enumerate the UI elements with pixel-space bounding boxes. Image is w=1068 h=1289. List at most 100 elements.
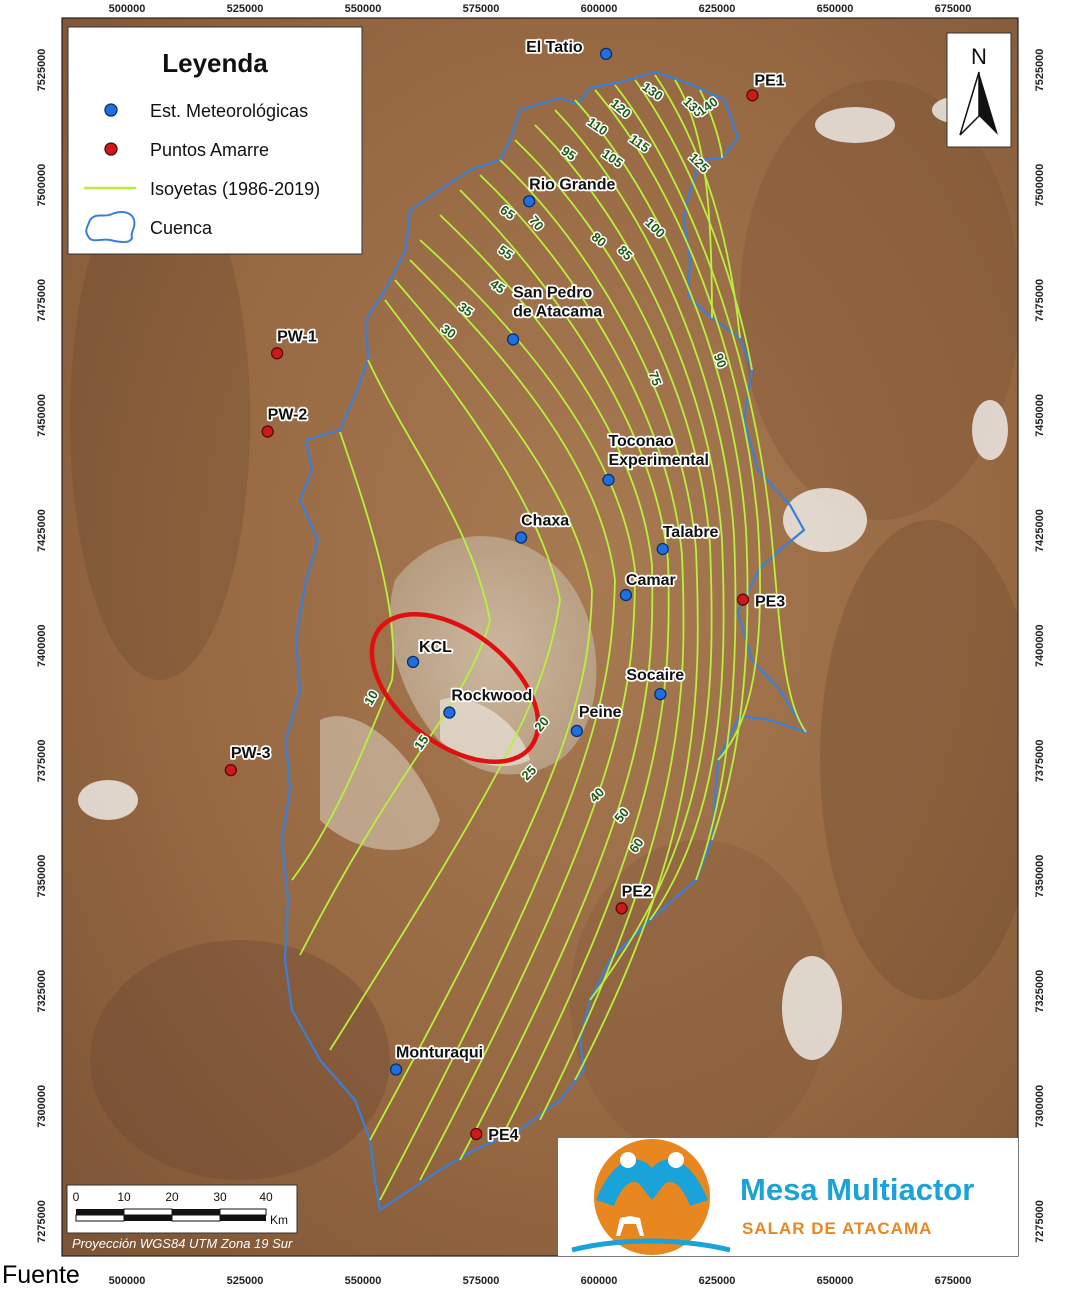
red-dot-icon bbox=[615, 902, 628, 915]
x-tick-label: 625000 bbox=[699, 3, 736, 15]
y-ticks-right: 7525000750000074750007450000742500074000… bbox=[1034, 49, 1046, 1243]
logo-wave-icon bbox=[571, 1238, 731, 1253]
y-tick-label: 7325000 bbox=[36, 970, 48, 1013]
legend-title: Leyenda bbox=[162, 48, 268, 78]
y-ticks-left: 7525000750000074750007450000742500074000… bbox=[36, 49, 48, 1243]
y-tick-label: 7350000 bbox=[36, 855, 48, 898]
footer-source: Fuente bbox=[2, 1261, 80, 1289]
station-marker: El Tatio bbox=[524, 37, 613, 61]
y-tick-label: 7475000 bbox=[36, 279, 48, 322]
salar-flats bbox=[320, 536, 597, 850]
scale-tick-0: 0 bbox=[73, 1190, 80, 1204]
x-tick-label: 550000 bbox=[345, 1275, 382, 1287]
station-marker: Talabre bbox=[656, 522, 720, 556]
red-dot-icon bbox=[104, 142, 118, 156]
station-marker: KCL bbox=[406, 637, 454, 669]
station-label: Rockwood bbox=[451, 688, 532, 705]
scale-segment-dark bbox=[220, 1215, 266, 1221]
legend-label: Puntos Amarre bbox=[150, 140, 269, 160]
logo-title: Mesa Multiactor bbox=[740, 1172, 974, 1207]
north-arrow-left-icon bbox=[959, 71, 980, 136]
red-dot-icon bbox=[224, 763, 237, 777]
tie-point-label: PW-2 bbox=[268, 407, 308, 424]
station-label: Talabre bbox=[663, 524, 719, 541]
station-label: Peine bbox=[579, 704, 622, 721]
station-label: Toconao bbox=[608, 433, 674, 450]
north-arrow-right-icon bbox=[979, 72, 998, 135]
projection-label: Proyección WGS84 UTM Zona 19 Sur bbox=[72, 1236, 293, 1251]
x-tick-label: 500000 bbox=[109, 3, 146, 15]
y-tick-label: 7325000 bbox=[1034, 970, 1046, 1013]
y-tick-label: 7525000 bbox=[1034, 49, 1046, 92]
x-tick-label: 500000 bbox=[109, 1275, 146, 1287]
red-dot-icon bbox=[470, 1127, 483, 1141]
scale-bar: 0 10 20 30 40 Km bbox=[66, 1184, 298, 1234]
blue-dot-icon bbox=[602, 473, 615, 487]
x-tick-label: 600000 bbox=[581, 3, 618, 15]
y-tick-label: 7400000 bbox=[1034, 624, 1046, 667]
top-margin bbox=[0, 0, 1068, 18]
blue-dot-icon bbox=[389, 1063, 403, 1076]
y-tick-label: 7350000 bbox=[1034, 855, 1046, 898]
logo-figures-icon bbox=[596, 1159, 708, 1206]
y-tick-label: 7300000 bbox=[1034, 1085, 1046, 1128]
blue-dot-icon bbox=[656, 542, 669, 556]
y-tick-label: 7375000 bbox=[36, 739, 48, 782]
scale-tick-10: 10 bbox=[117, 1190, 131, 1204]
tie-point-label: PE2 bbox=[622, 883, 652, 900]
legend: Leyenda Est. Meteorológicas Puntos Amarr… bbox=[67, 26, 363, 255]
isohyet-label: 90 bbox=[711, 351, 730, 370]
left-margin bbox=[0, 0, 62, 1289]
station-label: Experimental bbox=[608, 452, 708, 469]
tie-point-label: PE3 bbox=[755, 594, 785, 611]
tie-point-marker: PE3 bbox=[736, 592, 787, 612]
y-tick-label: 7275000 bbox=[1034, 1200, 1046, 1243]
scale-segment-light bbox=[219, 1208, 267, 1216]
red-dot-icon bbox=[746, 89, 759, 102]
x-tick-label: 650000 bbox=[817, 3, 854, 15]
y-tick-label: 7300000 bbox=[36, 1085, 48, 1128]
red-dot-icon bbox=[736, 593, 750, 606]
tie-point-marker: PE4 bbox=[470, 1125, 520, 1146]
map-body: 1015202530354045505560657075808590951001… bbox=[62, 18, 1018, 1256]
logo-head-right-icon bbox=[668, 1152, 684, 1168]
tie-point-marker: PW-3 bbox=[224, 743, 272, 777]
station-label: de Atacama bbox=[513, 303, 602, 320]
red-dot-icon bbox=[270, 347, 284, 360]
logo: Mesa Multiactor SALAR DE ATACAMA bbox=[558, 1138, 1018, 1256]
x-tick-label: 650000 bbox=[817, 1275, 854, 1287]
scale-segment-dark bbox=[124, 1215, 172, 1221]
y-tick-label: 7375000 bbox=[1034, 739, 1046, 782]
y-tick-label: 7450000 bbox=[36, 394, 48, 437]
legend-label: Isoyetas (1986-2019) bbox=[150, 179, 320, 199]
blue-dot-icon bbox=[619, 588, 633, 602]
station-label: Camar bbox=[626, 572, 676, 589]
scale-segment-light bbox=[123, 1208, 173, 1216]
y-tick-label: 7400000 bbox=[36, 624, 48, 667]
scale-unit: Km bbox=[270, 1213, 288, 1227]
y-tick-label: 7450000 bbox=[1034, 394, 1046, 437]
legend-item-isohyets: Isoyetas (1986-2019) bbox=[84, 179, 320, 199]
legend-item-stations: Est. Meteorológicas bbox=[104, 101, 308, 121]
blue-dot-icon bbox=[104, 103, 118, 117]
red-dot-icon bbox=[261, 425, 274, 438]
map-border bbox=[61, 17, 1019, 1257]
station-label: Rio Grande bbox=[529, 176, 615, 193]
blue-dot-icon bbox=[654, 687, 667, 701]
legend-item-basin: Cuenca bbox=[85, 211, 213, 243]
y-tick-label: 7425000 bbox=[1034, 509, 1046, 552]
scale-segment-light bbox=[75, 1214, 125, 1222]
tie-point-marker: PW-1 bbox=[270, 327, 319, 360]
logo-head-left-icon bbox=[620, 1152, 636, 1168]
north-arrow-box bbox=[946, 32, 1012, 148]
legend-label: Est. Meteorológicas bbox=[150, 101, 308, 121]
tie-point-label: PW-1 bbox=[277, 328, 317, 345]
x-tick-label: 600000 bbox=[581, 1275, 618, 1287]
x-tick-label: 525000 bbox=[227, 1275, 264, 1287]
y-tick-label: 7525000 bbox=[36, 49, 48, 92]
